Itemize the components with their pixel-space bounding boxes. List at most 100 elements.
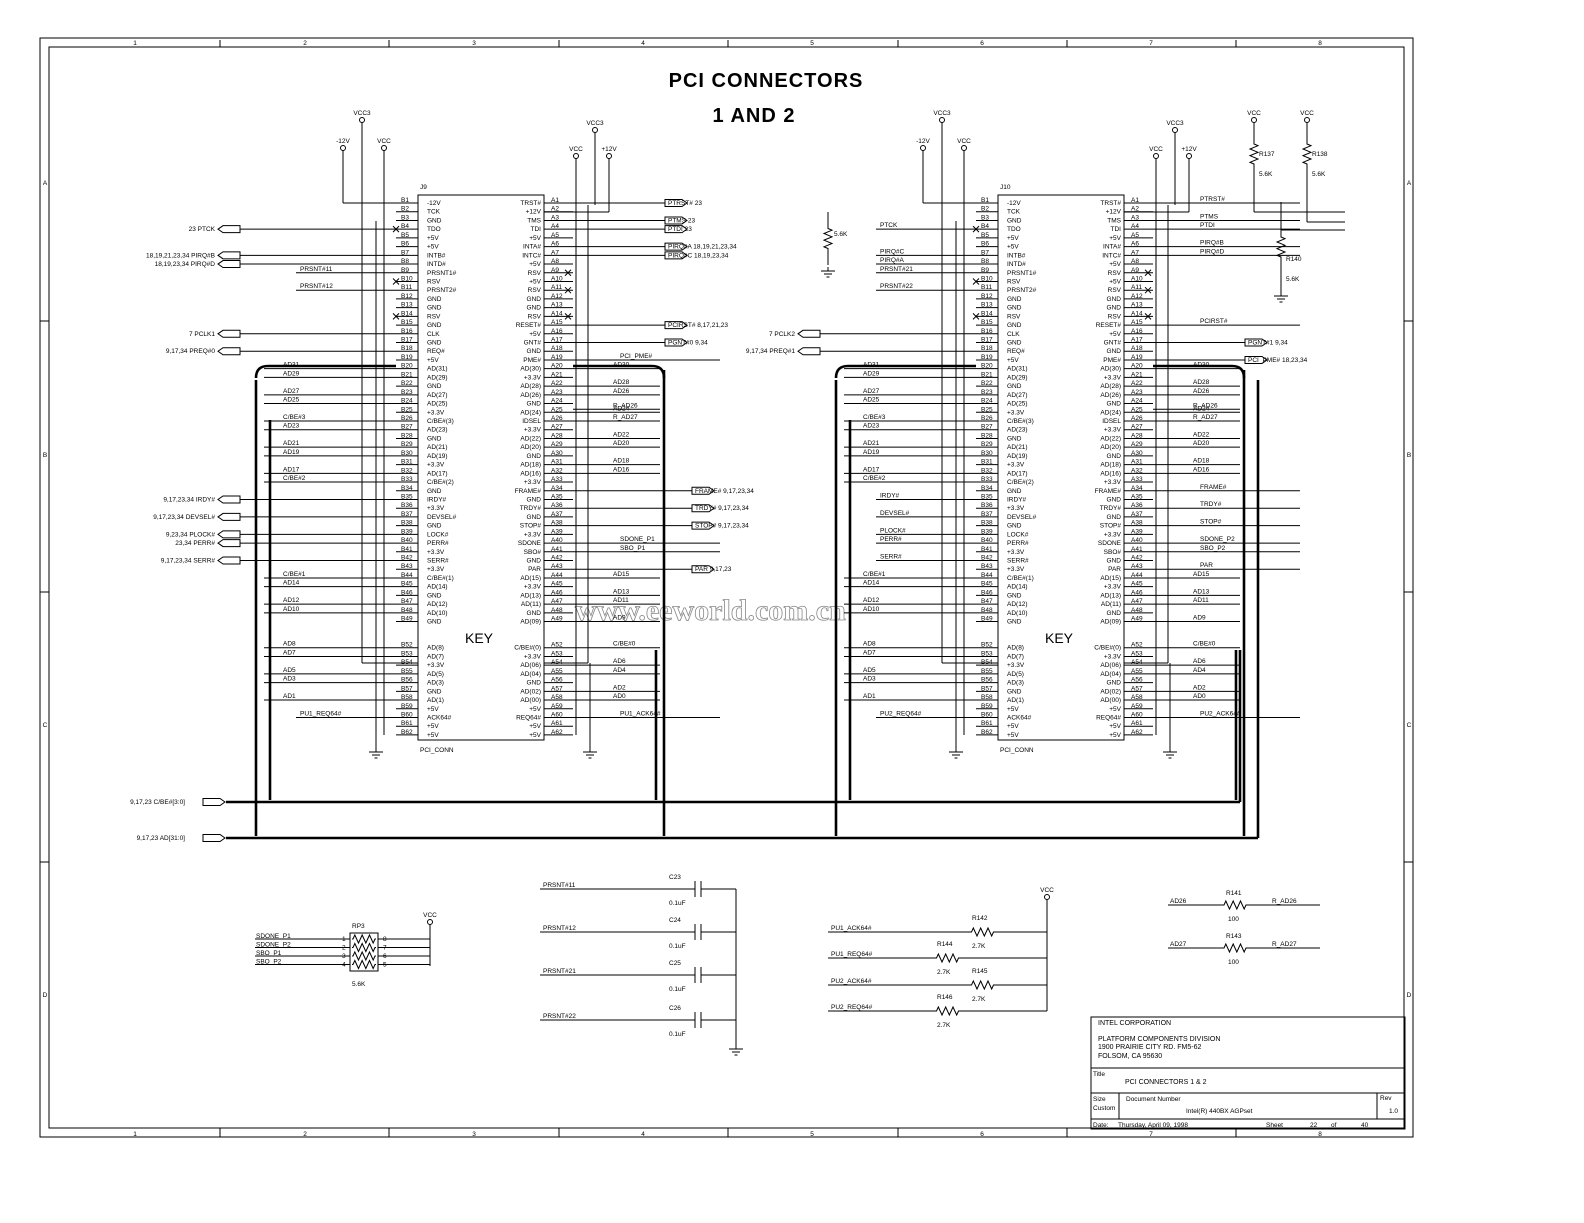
pin-B54-number: B54 — [401, 659, 413, 666]
power-vcc_left-node — [381, 145, 387, 151]
pin-A15-function: RESET# — [1096, 322, 1122, 329]
nc-A9-b — [1144, 269, 1152, 277]
pin-B47-function: AD(12) — [1007, 601, 1028, 608]
ad-tap-A49-label: AD9 — [1193, 615, 1206, 622]
pin-A47-function: AD(11) — [521, 601, 541, 608]
nc-B14-b — [972, 313, 980, 320]
rp3-value: 5.6K — [352, 981, 366, 988]
pin-B34-number: B34 — [401, 485, 413, 492]
pin-B19-function: +5V — [1007, 357, 1019, 364]
pin-A6-function: INTA# — [1103, 244, 1121, 251]
ad-tap-A26-label: R_AD27 — [1193, 414, 1218, 421]
pin-B35-function: IRDY# — [1007, 496, 1027, 503]
pin-B4-number: B4 — [981, 223, 989, 230]
net-B42-label: 9,17,23,34 SERR# — [161, 558, 216, 565]
ad-tap-B24-label: AD25 — [863, 397, 880, 404]
pin-B40-function: PERR# — [427, 540, 449, 547]
pin-A33-number: A33 — [551, 476, 563, 483]
pin-B31-function: +3.3V — [1007, 462, 1025, 469]
connector-body — [997, 194, 1125, 741]
pin-A24-function: GND — [1107, 401, 1122, 408]
pin-A58-function: AD(00) — [1100, 697, 1121, 704]
border-col-bottom-4: 4 — [641, 1131, 645, 1138]
pin-A10-function: +5V — [529, 278, 541, 285]
pin-A49-number: A49 — [551, 616, 563, 623]
pin-B47-function: AD(12) — [427, 601, 448, 608]
pin-B14-number: B14 — [401, 310, 413, 317]
r138-body — [1301, 123, 1313, 185]
pin-B57-number: B57 — [401, 685, 413, 692]
pin-A59-number: A59 — [551, 703, 563, 710]
pin-A22-function: AD(28) — [520, 383, 541, 390]
ad-tap-B47-label: AD12 — [283, 597, 300, 604]
pin-B20-number: B20 — [981, 363, 993, 370]
net-B35-label: 9,17,23,34 IRDY# — [163, 496, 215, 503]
pin-B14-function: RSV — [427, 313, 441, 320]
sheet-border-inner — [48, 46, 1405, 1129]
pin-A31-number: A31 — [1131, 459, 1143, 466]
ad-tap-B58-label: AD1 — [283, 693, 296, 700]
net-A19-label: PCI_PME# 18,23,34 — [1248, 357, 1308, 364]
pin-A28-function: AD(22) — [1100, 435, 1121, 442]
title-block-total: 40 — [1361, 1122, 1369, 1129]
pin-A12-number: A12 — [1131, 293, 1143, 300]
net-A4-label: PTDI 23 — [668, 226, 692, 233]
border-row-right-D: D — [1407, 992, 1412, 999]
pin-B7-function: INTB# — [1007, 252, 1026, 259]
net-B8-label: PIRQ#A — [880, 257, 905, 264]
pin-B29-number: B29 — [401, 441, 413, 448]
pullup-R145-value: 2.7K — [972, 996, 986, 1003]
pin-A29-number: A29 — [1131, 441, 1143, 448]
pin-A61-function: +5V — [1109, 723, 1121, 730]
pin-A24-number: A24 — [1131, 398, 1143, 405]
rp3-net-1-label: SDONE_P2 — [256, 942, 291, 949]
ad-tap-A23-label: AD26 — [613, 388, 630, 395]
pin-A6-number: A6 — [551, 241, 559, 248]
border-col-top-4: 4 — [641, 40, 645, 47]
net-B18-flag — [797, 347, 821, 356]
net-A3-label: PTMS 23 — [668, 217, 695, 224]
pin-B19-number: B19 — [981, 354, 993, 361]
ad-tap-A28-label: AD22 — [1193, 431, 1210, 438]
net-A40-label: SDONE_P2 — [1200, 536, 1235, 543]
net-B7-label: 18,19,21,23,34 PIRQ#B — [146, 252, 215, 259]
net-A1-flag — [664, 199, 688, 207]
pin-A37-number: A37 — [551, 511, 563, 518]
pin-A56-number: A56 — [551, 677, 563, 684]
ad-bus-left-hook — [254, 364, 396, 379]
pin-A45-number: A45 — [1131, 581, 1143, 588]
pin-A31-function: AD(18) — [1100, 462, 1121, 469]
pullup-R144-value: 2.7K — [937, 969, 951, 976]
pin-B4-function: TDO — [427, 226, 441, 233]
pin-A26-number: A26 — [1131, 415, 1143, 422]
border-col-top-8: 8 — [1318, 40, 1322, 47]
pin-B36-function: +3.3V — [1007, 505, 1025, 512]
pin-A28-number: A28 — [1131, 432, 1143, 439]
pin-A57-number: A57 — [551, 685, 563, 692]
pin-A38-number: A38 — [1131, 520, 1143, 527]
pin-A1-function: TRST# — [1100, 200, 1121, 207]
pin-A38-function: STOP# — [1100, 523, 1122, 530]
pin-B52-function: AD(8) — [427, 645, 444, 652]
ad-tap-B55-label: AD5 — [863, 667, 876, 674]
pin-A13-number: A13 — [551, 302, 563, 309]
border-col-bottom-7: 7 — [1149, 1131, 1153, 1138]
r138-ref: R138 — [1312, 151, 1328, 158]
pin-A13-function: GND — [527, 305, 542, 312]
pin-A14-number: A14 — [1131, 310, 1143, 317]
ad-tap-B45-label: AD14 — [283, 580, 300, 587]
pin-A58-number: A58 — [551, 694, 563, 701]
series-R143-body — [1222, 942, 1248, 954]
pin-A9-function: RSV — [1108, 270, 1122, 277]
border-col-top-6: 6 — [980, 40, 984, 47]
pin-B41-function: +3.3V — [1007, 549, 1025, 556]
net-B16-label: 7 PCLK1 — [189, 331, 215, 338]
pin-B23-function: AD(27) — [427, 392, 448, 399]
ad-tap-A58-label: AD0 — [1193, 693, 1206, 700]
pin-B27-function: AD(23) — [427, 427, 448, 434]
pin-A29-number: A29 — [551, 441, 563, 448]
pin-B37-number: B37 — [981, 511, 993, 518]
ad-tap-B27-label: AD23 — [283, 423, 300, 430]
